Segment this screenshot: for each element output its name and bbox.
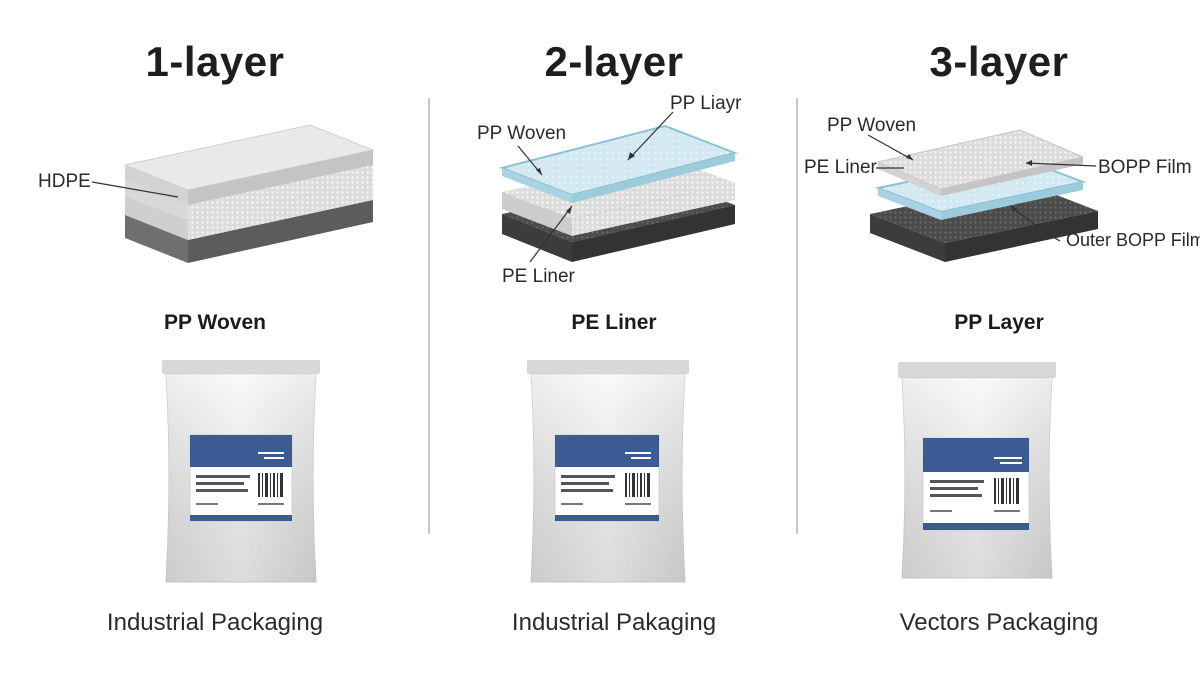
label-outer-bopp-film: Outer BOPP Film xyxy=(1066,230,1200,250)
barcode-icon xyxy=(994,478,1019,504)
label-bopp-film: BOPP Film xyxy=(1098,157,1192,178)
layer-stack-icon xyxy=(498,111,739,263)
label-pp-woven: PP Woven xyxy=(477,123,567,144)
packaging-bag-icon xyxy=(898,362,1056,579)
material-subtitle: PP Woven xyxy=(164,311,266,334)
layer-stack-icon xyxy=(867,129,1098,262)
packaging-bag-icon xyxy=(162,360,320,583)
column-3-layer: 3-layer PP Woven PE Liner BOPP Film Oute… xyxy=(798,0,1200,675)
packaging-caption: Industrial Packaging xyxy=(106,609,324,636)
label-pp-liayr: PP Liayr xyxy=(670,93,742,114)
packaging-caption: Industrial Pakaging xyxy=(511,609,717,636)
column-title: 1-layer xyxy=(145,38,285,85)
packaging-caption: Vectors Packaging xyxy=(899,609,1099,636)
column-divider xyxy=(796,98,798,534)
barcode-icon xyxy=(625,473,650,497)
material-subtitle: PE Liner xyxy=(571,311,657,334)
column-divider xyxy=(428,98,430,534)
column-2-layer: 2-layer PP Liayr PP Woven PE Liner PE Li… xyxy=(430,0,798,675)
layer-stack-icon xyxy=(91,124,375,263)
column-title: 2-layer xyxy=(544,38,684,85)
barcode-icon xyxy=(258,473,283,497)
label-pp-woven: PP Woven xyxy=(827,115,917,136)
label-pe-liner: PE Liner xyxy=(804,157,877,178)
material-subtitle: PP Layer xyxy=(954,311,1044,334)
label-pe-liner: PE Liner xyxy=(502,266,575,287)
column-1-layer: 1-layer HDPE PP Woven xyxy=(0,0,430,675)
column-title: 3-layer xyxy=(929,38,1069,85)
label-hdpe: HDPE xyxy=(38,171,91,192)
packaging-bag-icon xyxy=(527,360,689,583)
